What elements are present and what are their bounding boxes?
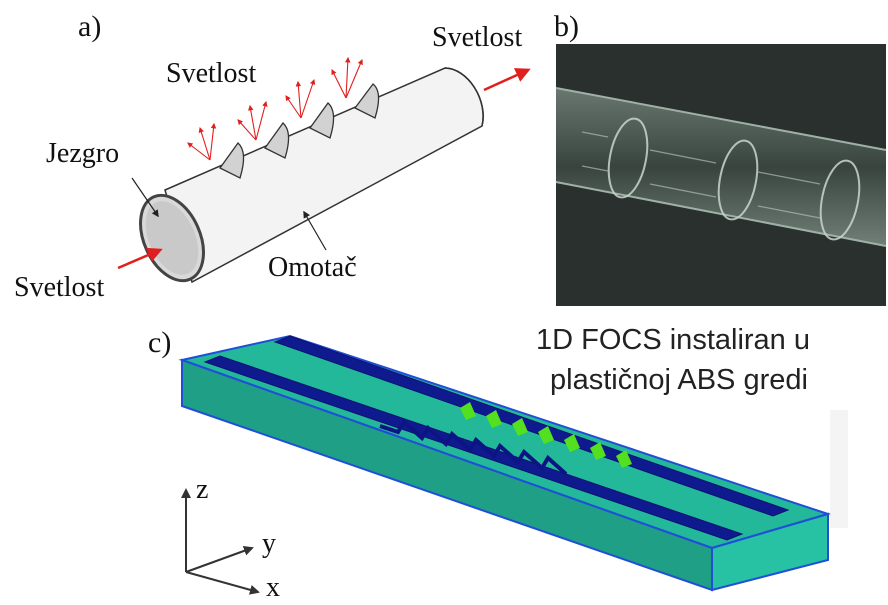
- light-right-label: Svetlost: [432, 22, 523, 53]
- cladding-leader: [303, 210, 327, 251]
- panel-b-label: b): [554, 10, 579, 43]
- light-left-label: Svetlost: [14, 272, 105, 303]
- emitted-light-arrows: [187, 56, 363, 161]
- axis-y-label: y: [262, 528, 276, 559]
- scale-strip: [830, 410, 848, 528]
- fiber-notch-zigzag: [379, 418, 568, 476]
- cladding-label: Omotač: [268, 252, 357, 283]
- input-light-arrow: [117, 247, 163, 270]
- light-top-label: Svetlost: [166, 58, 257, 89]
- panel-a-label: a): [78, 10, 102, 43]
- axis-triad: [181, 488, 260, 595]
- abs-beam: [178, 334, 832, 592]
- axis-z-label: z: [196, 474, 209, 505]
- output-light-arrow: [483, 68, 531, 92]
- caption-line-2: plastičnoj ABS gredi: [550, 364, 808, 396]
- caption-line-1: 1D FOCS instaliran u: [536, 324, 810, 356]
- fiber-notches: [219, 83, 380, 179]
- axis-x-label: x: [266, 572, 280, 603]
- green-notches: [460, 402, 632, 468]
- core-leader: [131, 177, 159, 218]
- panel-c-label: c): [148, 326, 172, 359]
- core-label: Jezgro: [46, 138, 120, 169]
